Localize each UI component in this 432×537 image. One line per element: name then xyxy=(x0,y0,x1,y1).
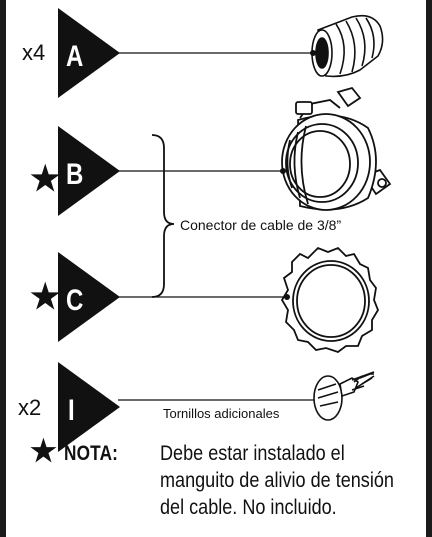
part-letter-b: B xyxy=(66,156,83,190)
bracket-caption: Conector de cable de 3/8” xyxy=(180,217,341,233)
connector-bracket xyxy=(151,134,175,298)
note-line-1: Debe estar instalado el xyxy=(160,442,345,465)
leader-dot-a xyxy=(310,50,316,56)
qty-label-a: x4 xyxy=(22,40,45,65)
screws-caption: Tornillos adicionales xyxy=(163,406,280,421)
part-marker-b xyxy=(58,126,120,216)
part-marker-a xyxy=(58,8,120,98)
qty-label-i: x2 xyxy=(18,395,41,420)
note-star: ★ xyxy=(30,435,57,468)
locknut-icon xyxy=(280,246,380,354)
leader-dot-b xyxy=(280,168,286,174)
part-marker-c xyxy=(58,252,120,342)
part-letter-c: C xyxy=(66,282,83,316)
part-marker-i xyxy=(58,362,120,452)
required-star-b: ★ xyxy=(30,160,60,198)
leader-dot-c xyxy=(284,294,290,300)
note-label: NOTA: xyxy=(64,442,119,465)
wire-nut-icon xyxy=(311,14,384,78)
screw-icon xyxy=(313,371,375,421)
required-star-c: ★ xyxy=(30,278,60,316)
note-line-3: del cable. No incluido. xyxy=(160,496,337,519)
part-letter-i: I xyxy=(68,392,75,426)
note-line-2: manguito de alivio de tensión xyxy=(160,469,394,492)
cable-connector-icon xyxy=(281,86,392,211)
part-letter-a: A xyxy=(66,38,83,72)
